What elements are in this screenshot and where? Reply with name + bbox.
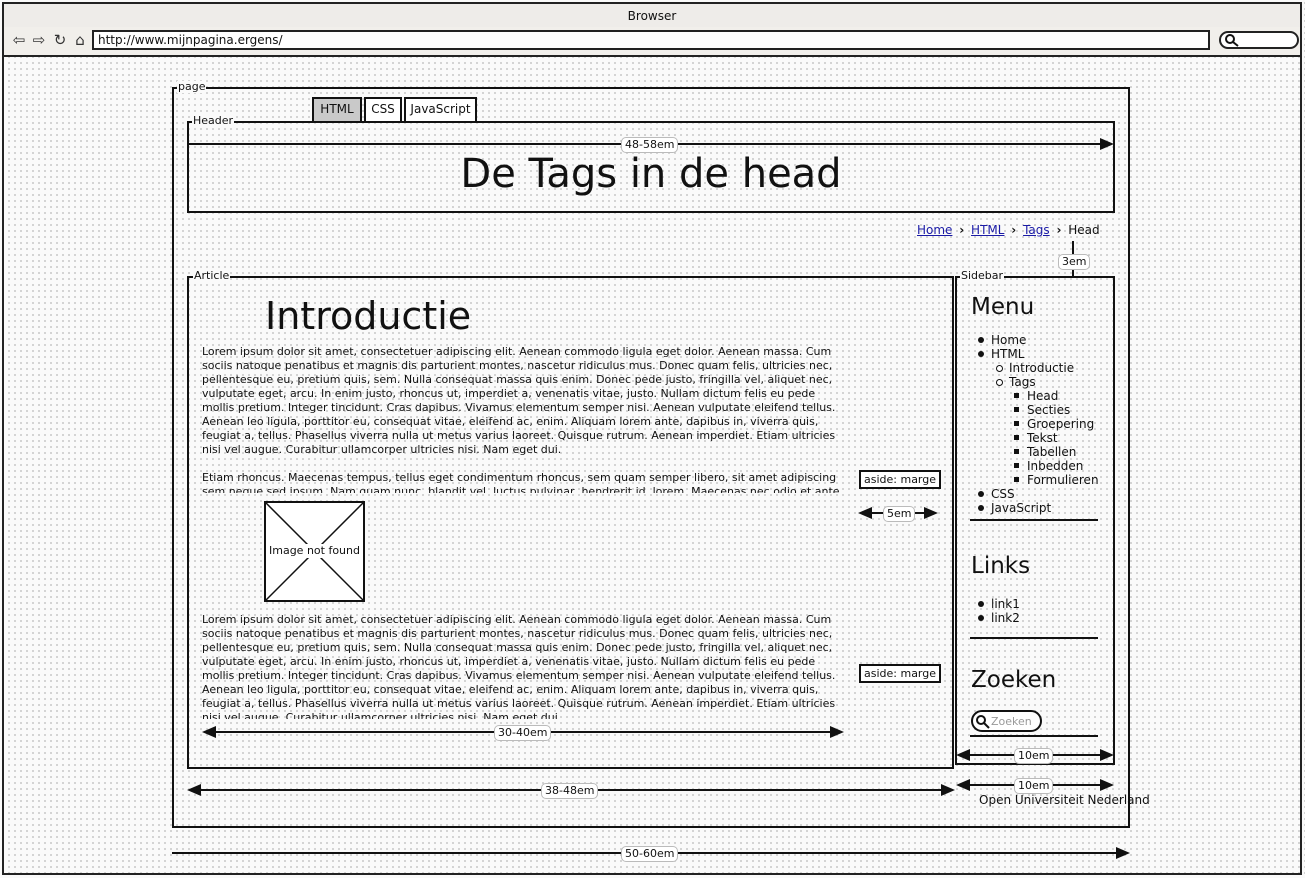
search-placeholder: Zoeken	[991, 715, 1032, 728]
dimension-label-page: 50-60em	[621, 846, 679, 862]
search-icon	[1225, 34, 1239, 47]
submenu-html: Introductie Tags Head Secties Groepering…	[991, 361, 1103, 487]
menu-title: Menu	[971, 294, 1035, 320]
browser-navbar: ⇦ ⇨ ↻ ⌂ http://www.mijnpagina.ergens/	[2, 27, 1302, 57]
article-label: Article	[193, 269, 231, 282]
arrow-head	[1100, 138, 1114, 150]
menu-item-tags-label[interactable]: Tags	[1009, 375, 1036, 389]
url-bar[interactable]: http://www.mijnpagina.ergens/	[92, 30, 1210, 50]
menu-item-introductie[interactable]: Introductie	[991, 361, 1103, 375]
arrow-head	[1116, 847, 1130, 859]
breadcrumb-html[interactable]: HTML	[971, 223, 1005, 237]
image-placeholder: Image not found	[264, 501, 365, 602]
aside-label: aside: marge	[859, 470, 942, 489]
browser-viewport	[2, 55, 1302, 875]
menu-item-formulieren[interactable]: Formulieren	[1009, 473, 1103, 487]
arrow-head	[202, 726, 216, 738]
home-icon[interactable]: ⌂	[75, 31, 85, 49]
arrow-head	[187, 784, 201, 796]
links-list: link1 link2	[973, 597, 1093, 625]
menu-item-tabellen[interactable]: Tabellen	[1009, 445, 1103, 459]
sidebar-menu: Home HTML Introductie Tags Head Secties …	[973, 333, 1103, 515]
menu-item-html-label[interactable]: HTML	[991, 347, 1025, 361]
sidebar-box	[955, 276, 1115, 765]
chevron-right-icon: ›	[1011, 223, 1017, 237]
breadcrumb-tags[interactable]: Tags	[1023, 223, 1050, 237]
page-label: page	[177, 80, 207, 93]
article-text-bottom: Lorem ipsum dolor sit amet, consectetuer…	[202, 613, 844, 719]
menu-item-tekst[interactable]: Tekst	[1009, 431, 1103, 445]
menu-item-javascript[interactable]: JavaScript	[973, 501, 1103, 515]
menu-item-inbedden[interactable]: Inbedden	[1009, 459, 1103, 473]
link-item[interactable]: link2	[973, 611, 1093, 625]
tab-css[interactable]: CSS	[364, 97, 402, 121]
browser-title: Browser	[627, 9, 677, 23]
breadcrumb-home[interactable]: Home	[917, 223, 953, 237]
sidebar-search-input[interactable]: Zoeken	[971, 710, 1042, 732]
back-icon[interactable]: ⇦	[12, 31, 26, 49]
search-title: Zoeken	[971, 667, 1057, 693]
arrow-head	[941, 784, 955, 796]
breadcrumb-current: Head	[1068, 223, 1100, 237]
chevron-right-icon: ›	[959, 223, 965, 237]
article-box	[187, 276, 954, 769]
dimension-label-header: 48-58em	[621, 137, 679, 153]
dimension-label-footer-sidebar: 10em	[1014, 778, 1054, 794]
tab-javascript[interactable]: JavaScript	[404, 97, 477, 121]
article-text-top: Lorem ipsum dolor sit amet, consectetuer…	[202, 345, 844, 493]
browser-titlebar: Browser	[2, 2, 1302, 28]
page-container	[172, 87, 1130, 828]
menu-item-html: HTML Introductie Tags Head Secties Groep…	[973, 347, 1103, 487]
arrow-head	[830, 726, 844, 738]
submenu-tags: Head Secties Groepering Tekst Tabellen I…	[1009, 389, 1103, 487]
image-alt-text: Image not found	[266, 544, 363, 558]
menu-item-secties[interactable]: Secties	[1009, 403, 1103, 417]
header-box	[187, 121, 1115, 213]
dimension-label-breadcrumb-gap: 3em	[1058, 254, 1091, 270]
chevron-right-icon: ›	[1056, 223, 1062, 237]
menu-item-tags: Tags Head Secties Groepering Tekst Tabel…	[991, 375, 1103, 487]
dimension-label-main: 38-48em	[541, 783, 599, 799]
menu-item-home[interactable]: Home	[973, 333, 1103, 347]
article-paragraph: Lorem ipsum dolor sit amet, consectetuer…	[202, 613, 836, 719]
aside-label: aside: marge	[859, 664, 942, 683]
menu-item-head[interactable]: Head	[1009, 389, 1103, 403]
breadcrumb: Home › HTML › Tags › Head	[917, 223, 1100, 237]
browser-search-input[interactable]	[1219, 31, 1299, 49]
dimension-label-aside: 5em	[883, 506, 916, 522]
article-paragraph: Etiam rhoncus. Maecenas tempus, tellus e…	[202, 471, 840, 493]
page-title: De Tags in de head	[460, 151, 842, 197]
sidebar-label: Sidebar	[960, 269, 1005, 282]
arrow-head	[956, 779, 970, 791]
footer-text: Open Universiteit Nederland	[979, 793, 1150, 807]
link-item[interactable]: link1	[973, 597, 1093, 611]
arrow-head	[858, 507, 872, 519]
links-title: Links	[971, 553, 1031, 579]
divider	[970, 637, 1098, 639]
header-label: Header	[192, 114, 235, 127]
dimension-label-sidebar: 10em	[1014, 748, 1054, 764]
arrow-head	[1100, 749, 1114, 761]
search-icon	[976, 715, 990, 729]
arrow-head	[1100, 779, 1114, 791]
arrow-head	[956, 749, 970, 761]
arrow-head	[924, 507, 938, 519]
menu-item-css[interactable]: CSS	[973, 487, 1103, 501]
divider	[970, 519, 1098, 521]
article-paragraph: Lorem ipsum dolor sit amet, consectetuer…	[202, 345, 836, 456]
reload-icon[interactable]: ↻	[53, 31, 67, 49]
article-title: Introductie	[265, 294, 472, 338]
divider	[970, 735, 1098, 737]
dimension-label-text: 30-40em	[494, 725, 552, 741]
menu-item-groepering[interactable]: Groepering	[1009, 417, 1103, 431]
forward-icon[interactable]: ⇨	[32, 31, 46, 49]
tab-html[interactable]: HTML	[312, 97, 362, 121]
